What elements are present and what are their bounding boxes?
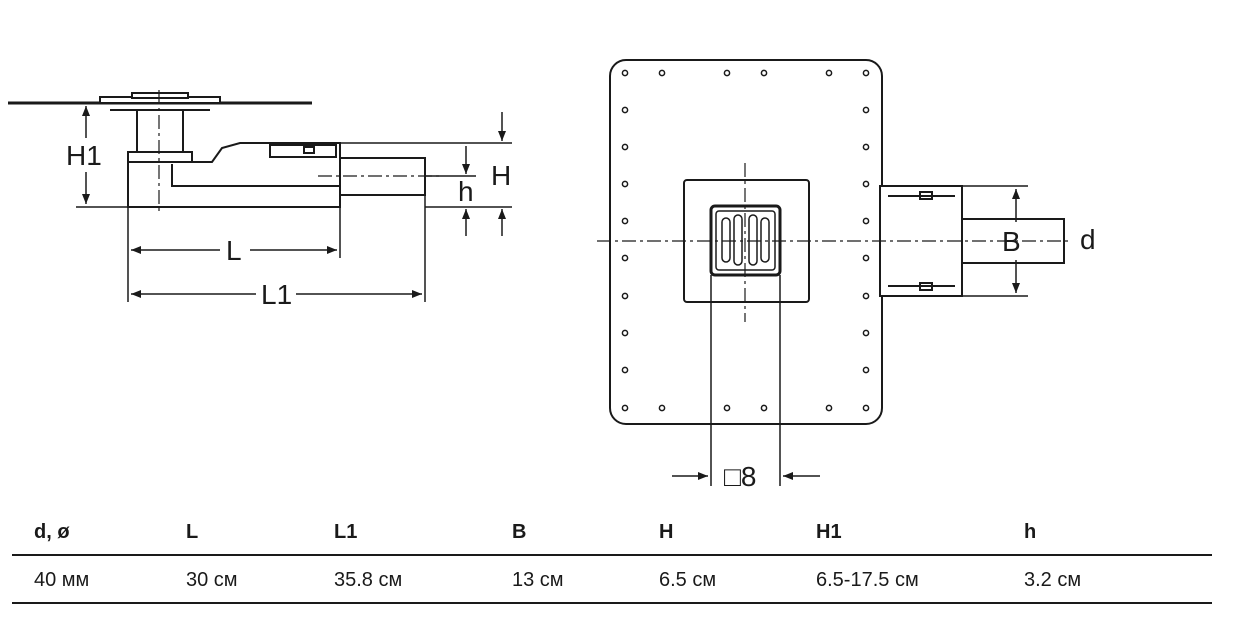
screw-hole xyxy=(760,69,768,77)
screw-hole xyxy=(862,180,870,188)
table-row: 40 мм 30 см 35.8 см 13 см 6.5 см 6.5-17.… xyxy=(12,556,1212,604)
screw-hole xyxy=(621,254,629,262)
header-H1: H1 xyxy=(816,521,842,543)
header-B: B xyxy=(512,521,527,543)
screw-hole xyxy=(723,404,731,412)
screw-hole xyxy=(862,143,870,151)
screw-hole xyxy=(862,404,870,412)
screw-hole xyxy=(862,329,870,337)
label-h: h xyxy=(458,176,474,207)
technical-drawing: H1 H h L L1 xyxy=(8,59,1096,492)
label-d: d xyxy=(1080,224,1096,255)
screw-hole xyxy=(862,254,870,262)
screw-hole xyxy=(862,217,870,225)
screw-hole xyxy=(862,106,870,114)
label-grate-size: □8 xyxy=(724,461,756,492)
screw-hole xyxy=(825,404,833,412)
screw-hole xyxy=(621,217,629,225)
screw-hole xyxy=(862,366,870,374)
screw-hole xyxy=(658,404,666,412)
header-d: d, ø xyxy=(34,521,70,543)
screw-hole xyxy=(825,69,833,77)
screw-hole xyxy=(723,69,731,77)
label-B: B xyxy=(1002,226,1021,257)
header-L: L xyxy=(186,521,199,543)
screw-hole xyxy=(862,292,870,300)
top-view xyxy=(597,59,1072,486)
header-H: H xyxy=(659,521,674,543)
screw-hole xyxy=(862,69,870,77)
screw-hole xyxy=(621,292,629,300)
side-view xyxy=(8,90,512,302)
value-H: 6.5 см xyxy=(659,569,717,591)
screw-hole xyxy=(621,366,629,374)
flange-holes xyxy=(621,69,870,412)
value-h: 3.2 см xyxy=(1024,569,1082,591)
screw-hole xyxy=(621,106,629,114)
screw-hole xyxy=(621,180,629,188)
screw-hole xyxy=(621,69,629,77)
value-L: 30 см xyxy=(186,569,238,591)
header-h: h xyxy=(1024,521,1037,543)
label-H: H xyxy=(491,160,511,191)
screw-hole xyxy=(658,69,666,77)
screw-hole xyxy=(621,143,629,151)
screw-hole xyxy=(621,404,629,412)
label-H1: H1 xyxy=(66,140,102,171)
screw-hole xyxy=(760,404,768,412)
label-L1: L1 xyxy=(261,279,292,310)
spec-table: d, ø L L1 B H H1 h 40 мм 30 см 35.8 см 1… xyxy=(12,512,1212,604)
table-header-row: d, ø L L1 B H H1 h xyxy=(12,512,1212,556)
value-B: 13 см xyxy=(512,569,564,591)
label-L: L xyxy=(226,235,242,266)
screw-hole xyxy=(621,329,629,337)
value-L1: 35.8 см xyxy=(334,569,403,591)
header-L1: L1 xyxy=(334,521,358,543)
value-H1: 6.5-17.5 см xyxy=(816,569,919,591)
value-d: 40 мм xyxy=(34,569,90,591)
